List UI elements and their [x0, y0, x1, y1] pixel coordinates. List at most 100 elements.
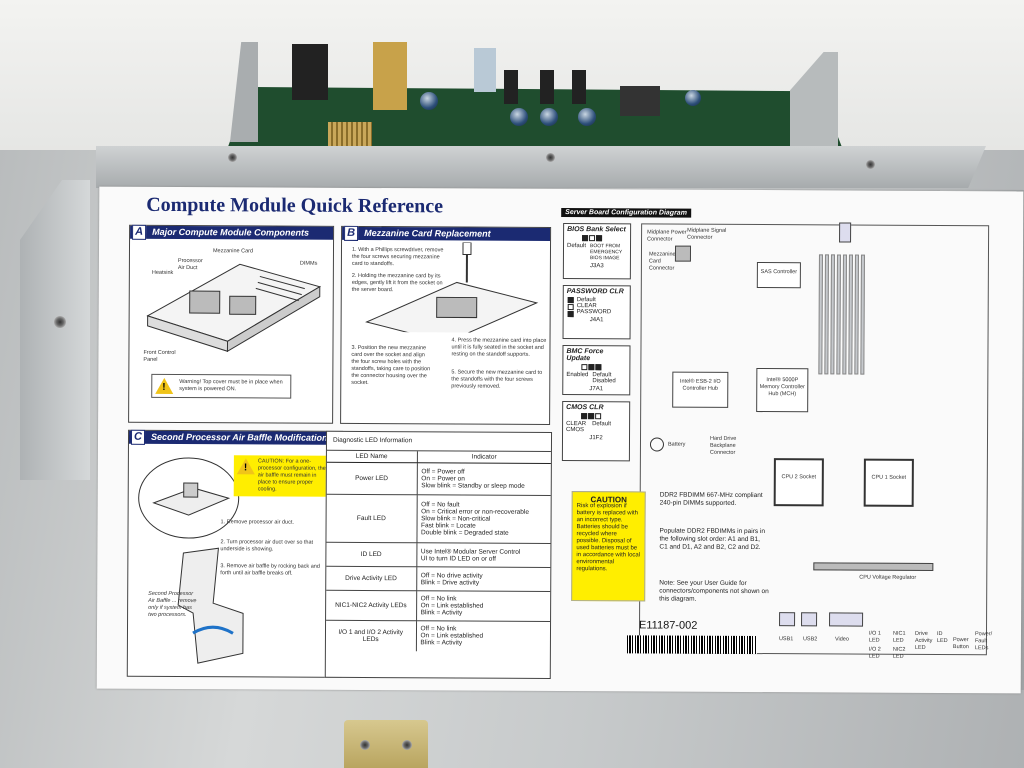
- led-name: Drive Activity LED: [326, 566, 417, 591]
- nic1-led-label: NIC1 LED: [892, 630, 906, 644]
- sas-label: SAS Controller: [760, 269, 798, 276]
- io1-led-label: I/O 1 LED: [868, 630, 881, 644]
- jumper-label-1: CLEAR CMOS: [566, 421, 587, 434]
- callout-front-panel: Front Control Panel: [143, 349, 176, 363]
- server-board-diagram: Server Board Configuration Diagram BIOS …: [559, 201, 1002, 683]
- led-indicator: Use Intel® Modular Server Control UI to …: [416, 542, 551, 568]
- ich-label: Intel® ESB-2 I/O Controller Hub: [679, 378, 721, 392]
- cpu1-label: CPU 1 Socket: [871, 474, 907, 481]
- led-indicator: Off = No link On = Link established Blin…: [416, 590, 551, 622]
- tray-screw-3: [866, 160, 875, 169]
- led-indicator: Off = No fault On = Critical error or no…: [416, 494, 551, 544]
- left-rail: [20, 180, 90, 480]
- step-c1: 1. Remove processor air duct.: [220, 519, 294, 526]
- compute-module-illustration: [146, 263, 322, 353]
- capacitor-1: [420, 92, 438, 110]
- front-bracket: [344, 720, 428, 768]
- capacitor-5: [685, 90, 701, 106]
- dimm-slot: [818, 254, 823, 375]
- id-led-label: ID LED: [936, 630, 948, 645]
- jumper-title: BMC Force Update: [566, 348, 604, 363]
- user-guide-note: Note: See your User Guide for connectors…: [659, 579, 769, 603]
- dimm-slot: [836, 254, 841, 375]
- mosfet-3: [572, 70, 586, 104]
- drive-led-label: Drive Activity LED: [914, 630, 933, 651]
- step-b5: 5. Secure the new mezzanine card to the …: [451, 369, 543, 390]
- jumper-id: J7A1: [589, 386, 604, 393]
- power-fault-led-label: Power/ Fault LEDs: [974, 631, 993, 652]
- capacitor-2: [510, 108, 528, 126]
- air-duct-illustration: [138, 457, 240, 539]
- capacitor-4: [578, 108, 596, 126]
- caution-box-c: ! CAUTION: For a one-processor configura…: [233, 455, 332, 497]
- baffle-note: Second Processor Air Baffle ... remove o…: [148, 590, 197, 619]
- step-b4: 4. Press the mezzanine card into place u…: [451, 337, 547, 358]
- caution-icon: !: [236, 458, 255, 475]
- section-b-header: B Mezzanine Card Replacement: [342, 225, 551, 241]
- callout-mezzanine: Mezzanine Card: [212, 248, 254, 255]
- section-b-title: Mezzanine Card Replacement: [364, 227, 491, 239]
- mezz-connector-block: [674, 245, 692, 262]
- jumper-id: J3A3: [590, 263, 604, 270]
- usb2-port: [801, 612, 818, 627]
- dimm-note-2: Populate DDR2 FBDIMMs in pairs in the fo…: [659, 527, 766, 552]
- mch-label: Intel® 5000P Memory Controller Hub (MCH): [759, 377, 805, 398]
- battery-label: Battery: [667, 441, 686, 448]
- callout-air-duct: Processor Air Duct: [177, 257, 203, 272]
- mosfet-2: [540, 70, 554, 104]
- col-indicator: Indicator: [416, 451, 551, 464]
- voltage-regulator: [813, 562, 934, 571]
- led-indicator: Off = Power off On = Power on Slow blink…: [416, 462, 551, 496]
- jumper-label-2: CLEAR PASSWORD: [576, 303, 612, 316]
- gold-chip: [328, 122, 372, 150]
- warning-text: Warning! Top cover must be in place when…: [179, 379, 283, 393]
- led-indicator: Off = No link On = Link established Blin…: [420, 625, 484, 647]
- jumper-label-1: Default: [567, 243, 587, 250]
- baffle-illustration: [177, 547, 244, 664]
- warning-box: ! Warning! Top cover must be in place wh…: [151, 373, 292, 399]
- hdb-label: Hard Drive Backplane Connector: [709, 435, 737, 456]
- cpu2-label: CPU 2 Socket: [781, 474, 817, 481]
- col-led-name: LED Name: [326, 450, 417, 463]
- mezzanine-illustration: [365, 241, 539, 333]
- usb1-label: USB1: [778, 636, 794, 643]
- top-connector: [839, 222, 852, 243]
- fan-block: [474, 48, 496, 92]
- tray-screw-1: [228, 153, 237, 162]
- dimm-slot: [860, 254, 865, 375]
- video-label: Video: [834, 636, 849, 643]
- capacitor-3: [540, 108, 558, 126]
- section-b-letter: B: [344, 225, 359, 241]
- rj45-port: [373, 42, 407, 110]
- dimm-slots: [818, 254, 865, 394]
- diag-title: Diagnostic LED Information: [326, 431, 552, 452]
- dimm-slot: [824, 254, 829, 375]
- controller-chip: [620, 86, 660, 116]
- step-b3: 3. Position the new mezzanine card over …: [351, 344, 431, 386]
- led-name: I/O 1 and I/O 2 Activity LEDs: [325, 620, 417, 651]
- jumper-title: PASSWORD CLR: [566, 288, 624, 296]
- section-a-letter: A: [132, 224, 147, 240]
- page-title: Compute Module Quick Reference: [146, 193, 444, 218]
- jumper-title: BIOS Bank Select: [567, 226, 626, 234]
- video-port: [829, 612, 864, 627]
- power-button-label: Power Button: [952, 637, 969, 651]
- caution-text-c: CAUTION: For a one-processor configurati…: [257, 458, 326, 493]
- nic2-led-label: NIC2 LED: [892, 646, 906, 660]
- caution-text: Risk of explosion if battery is replaced…: [576, 503, 641, 573]
- jumper-id: J4A1: [589, 317, 604, 324]
- part-number: E11187-002: [638, 619, 698, 632]
- bracket-screw-2: [402, 740, 412, 750]
